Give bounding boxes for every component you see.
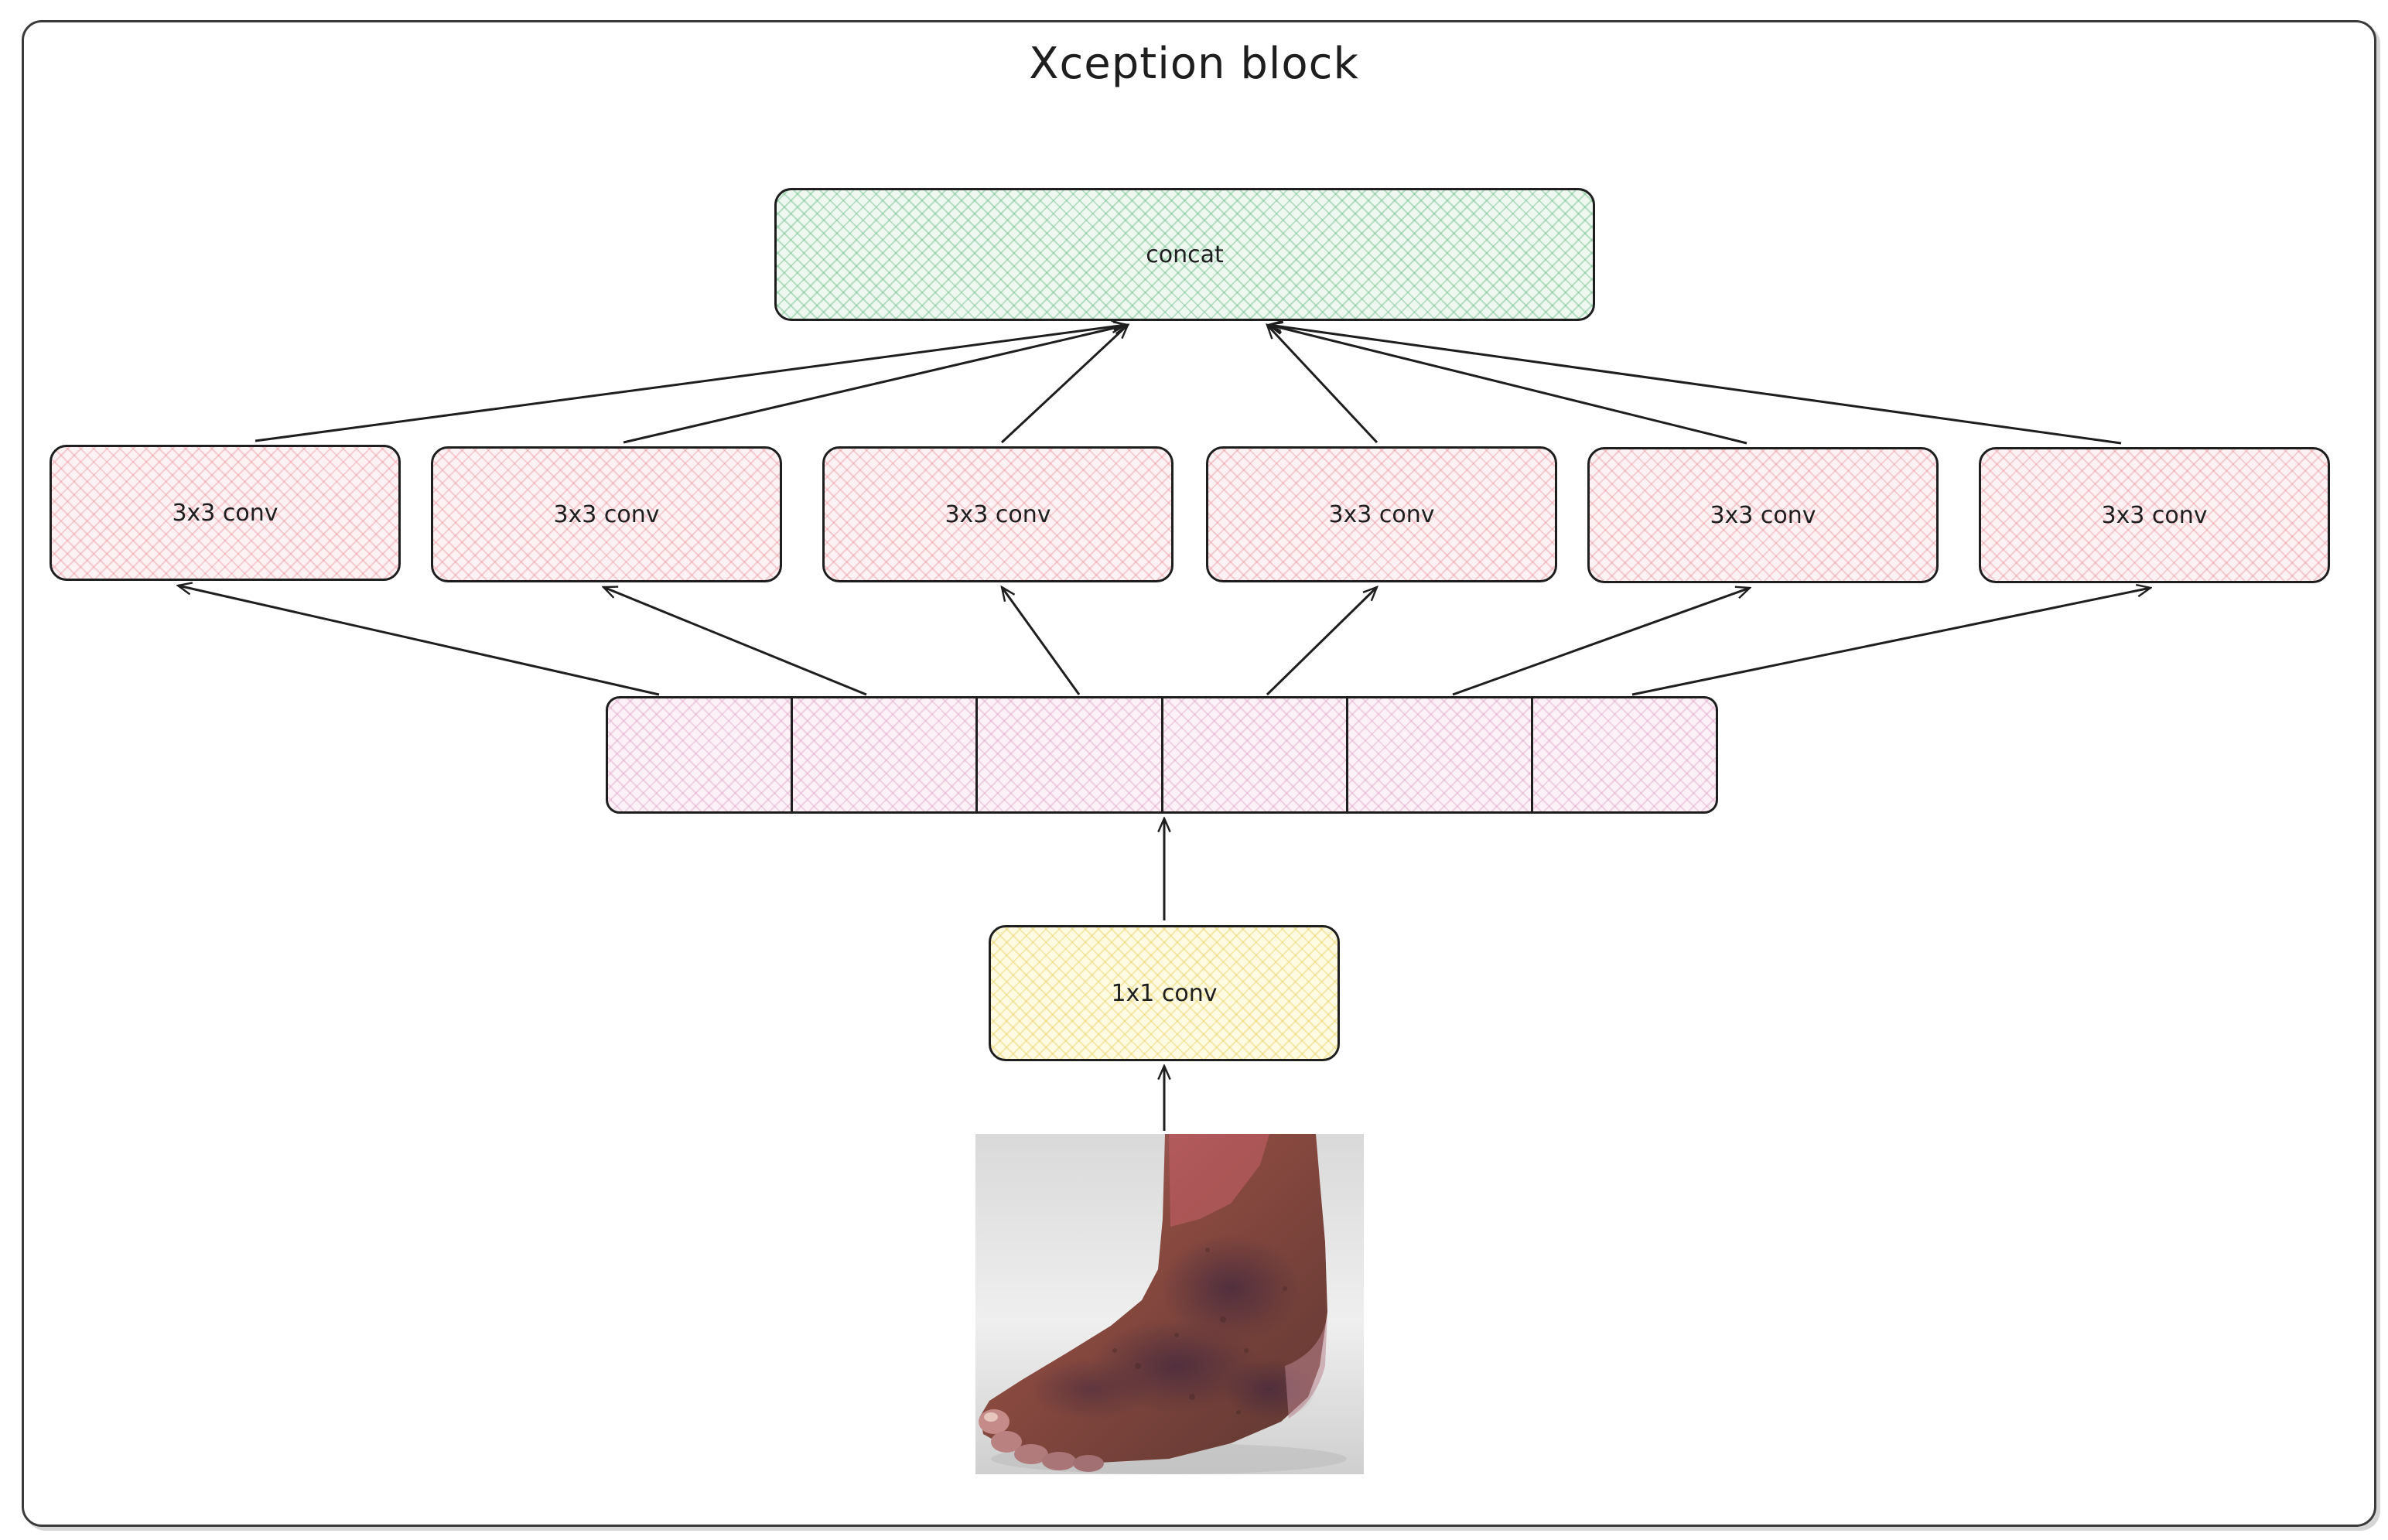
arrow-split-to-conv2: [603, 587, 867, 696]
arrow-split-to-conv6: [1631, 588, 2151, 696]
arrow-split-to-conv4: [1266, 587, 1377, 696]
conv3x3-label: 3x3 conv: [945, 500, 1051, 528]
conv3x3-label: 3x3 conv: [2101, 501, 2208, 529]
conv1x1-label: 1x1 conv: [1111, 979, 1218, 1007]
split-segment-4: [1163, 698, 1348, 811]
split-segment-3: [978, 698, 1163, 811]
split-segment-5: [1348, 698, 1533, 811]
split-segment-2: [793, 698, 979, 811]
arrow-conv5-to-concat: [1269, 325, 1747, 445]
conv3x3-box-3: 3x3 conv: [822, 446, 1174, 582]
conv3x3-box-4: 3x3 conv: [1206, 446, 1557, 582]
split-segment-1: [608, 698, 794, 811]
arrow-conv1-to-concat: [255, 325, 1126, 442]
arrow-conv3-to-concat: [1000, 325, 1128, 444]
channel-split-bar: [606, 696, 1718, 814]
arrow-conv2-to-concat: [623, 325, 1128, 444]
concat-label: concat: [1146, 241, 1224, 268]
conv3x3-label: 3x3 conv: [1328, 500, 1435, 528]
arrow-conv4-to-concat: [1267, 325, 1378, 444]
conv3x3-label: 3x3 conv: [1710, 501, 1816, 529]
conv3x3-box-2: 3x3 conv: [431, 446, 782, 582]
arrow-conv6-to-concat: [1269, 325, 2122, 445]
conv1x1-box: 1x1 conv: [989, 925, 1340, 1061]
arrow-split-to-conv3: [1002, 587, 1081, 695]
conv3x3-box-5: 3x3 conv: [1587, 447, 1939, 583]
arrow-split-to-conv5: [1452, 588, 1750, 696]
diagram-title: Xception block: [1029, 39, 1359, 89]
conv3x3-box-1: 3x3 conv: [50, 445, 401, 581]
conv3x3-label: 3x3 conv: [172, 499, 278, 527]
concat-box: concat: [774, 188, 1595, 321]
foot-photo-icon: [975, 1134, 1364, 1474]
conv3x3-box-6: 3x3 conv: [1979, 447, 2330, 583]
conv3x3-label: 3x3 conv: [553, 500, 660, 528]
arrow-split-to-conv1: [178, 586, 660, 696]
